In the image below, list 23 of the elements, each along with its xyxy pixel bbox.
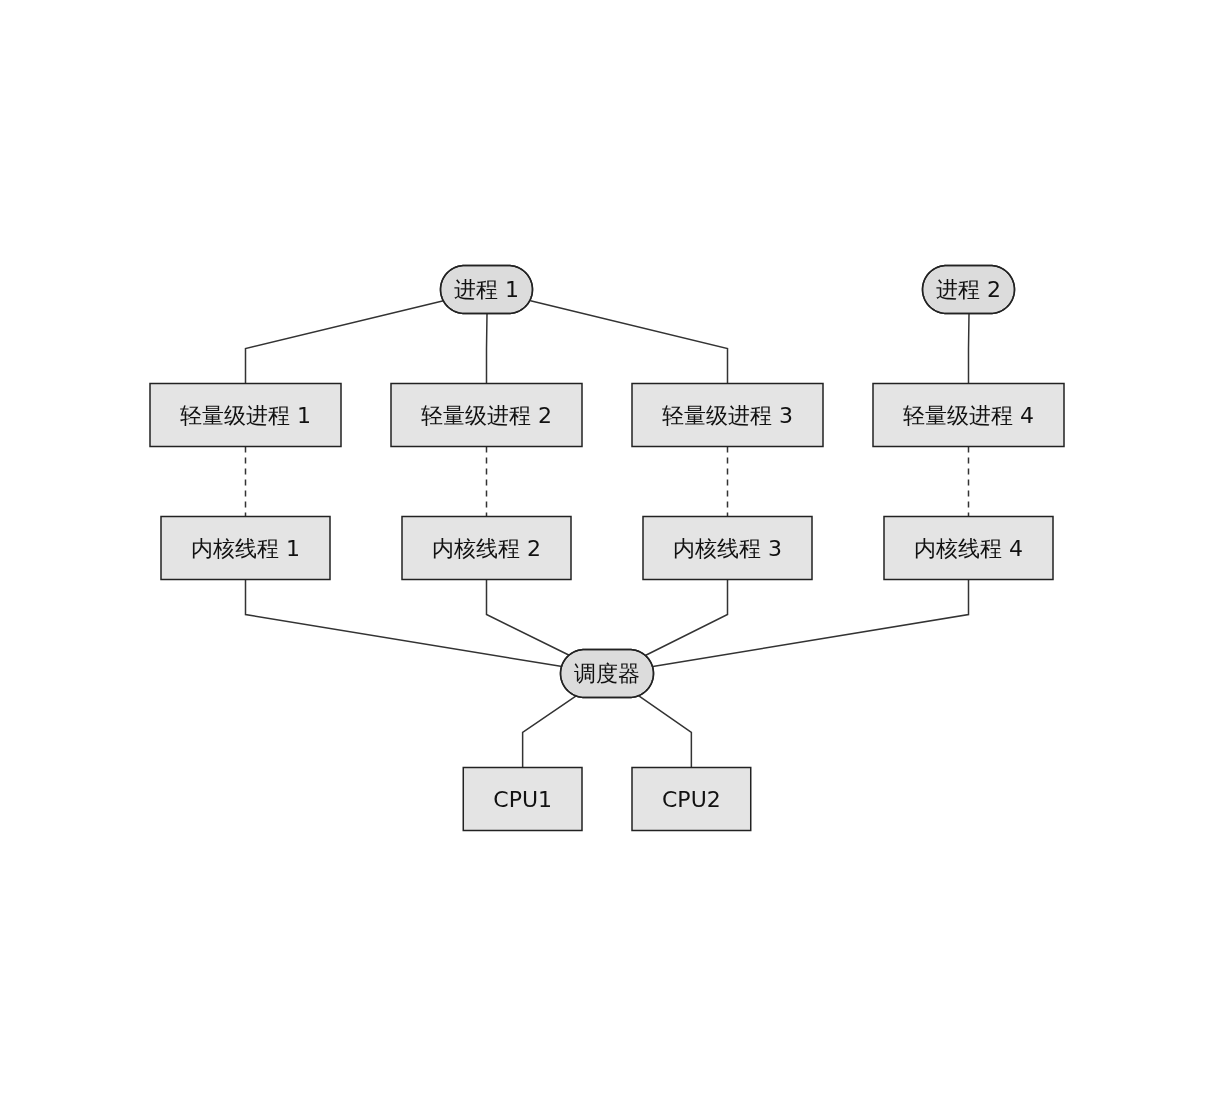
- node-box: 内核线程 2: [401, 515, 572, 581]
- connector: [485, 578, 571, 657]
- node-box: 轻量级进程 3: [631, 382, 824, 448]
- connector: [529, 299, 729, 385]
- node-box: 轻量级进程 2: [390, 382, 583, 448]
- connector: [644, 578, 729, 657]
- node-box: 轻量级进程 1: [149, 382, 342, 448]
- connector: [244, 445, 247, 518]
- node-box: CPU1: [462, 766, 583, 832]
- connector: [485, 313, 488, 385]
- connector: [652, 578, 970, 668]
- node-box: CPU2: [631, 766, 752, 832]
- connector: [521, 695, 577, 769]
- connector: [967, 313, 970, 385]
- connector: [726, 445, 729, 518]
- node-box: 内核线程 1: [160, 515, 331, 581]
- node-box: 轻量级进程 4: [872, 382, 1065, 448]
- connector: [244, 299, 445, 385]
- connector: [967, 445, 970, 518]
- connector: [485, 445, 488, 518]
- node-box: 内核线程 4: [883, 515, 1054, 581]
- connector: [638, 695, 693, 769]
- node-box: 内核线程 3: [642, 515, 813, 581]
